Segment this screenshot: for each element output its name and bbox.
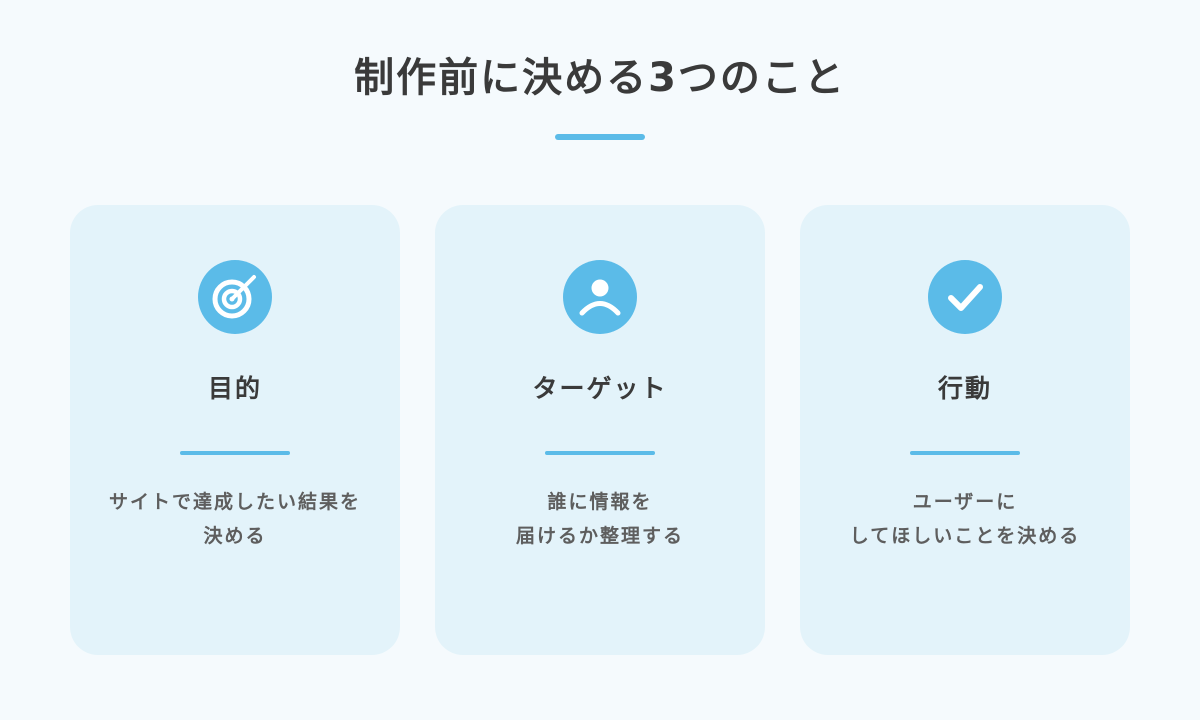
card-title: 目的	[207, 374, 262, 403]
target-icon	[198, 260, 272, 334]
card-description: ユーザーに してほしいことを決める	[820, 485, 1110, 553]
card-description-line: 届けるか整理する	[515, 525, 684, 547]
card-description: 誰に情報を 届けるか整理する	[455, 485, 745, 553]
card-description-line: してほしいことを決める	[849, 525, 1081, 547]
title-underline	[555, 134, 645, 140]
card-divider	[180, 451, 290, 455]
check-icon	[928, 260, 1002, 334]
card-description: サイトで達成したい結果を 決める	[90, 485, 380, 553]
card-description-line: 決める	[203, 525, 267, 547]
card-title: 行動	[937, 374, 992, 403]
card-divider	[545, 451, 655, 455]
card-divider	[910, 451, 1020, 455]
card-description-line: サイトで達成したい結果を	[108, 491, 361, 513]
card-target: ターゲット 誰に情報を 届けるか整理する	[435, 205, 765, 655]
person-icon	[563, 260, 637, 334]
card-title: ターゲット	[532, 374, 668, 403]
card-purpose: 目的 サイトで達成したい結果を 決める	[70, 205, 400, 655]
card-description-line: ユーザーに	[912, 491, 1018, 513]
card-action: 行動 ユーザーに してほしいことを決める	[800, 205, 1130, 655]
card-description-line: 誰に情報を	[547, 491, 653, 513]
page-title: 制作前に決める3つのこと	[354, 55, 846, 101]
